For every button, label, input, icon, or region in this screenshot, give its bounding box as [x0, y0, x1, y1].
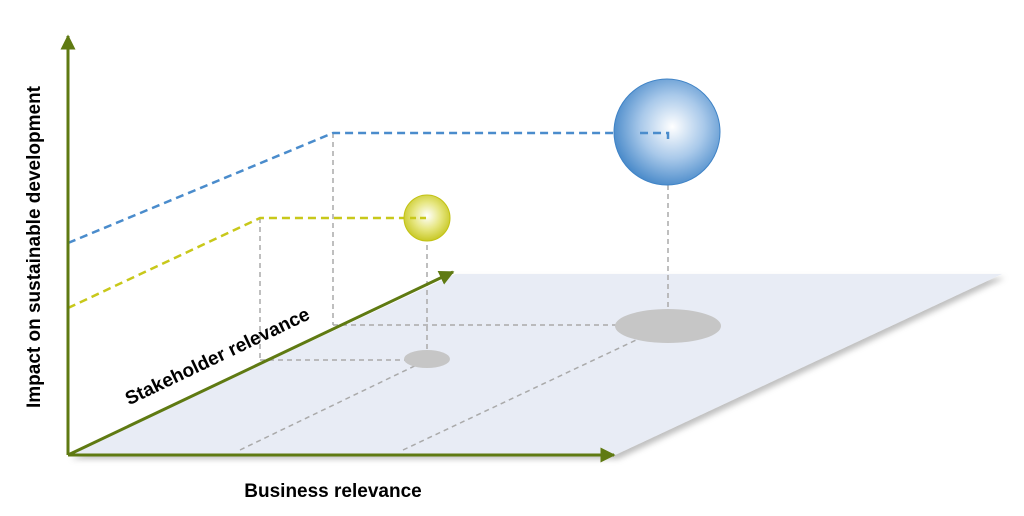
blue-bubble-shadow	[615, 309, 721, 343]
blue-line-end	[640, 131, 670, 140]
yellow-bubble-shadow	[404, 350, 450, 368]
ground-plane	[68, 274, 1002, 455]
yellow-bubble	[403, 194, 451, 242]
z-axis-arrow	[67, 270, 455, 457]
y-axis-label: Impact on sustainable development	[24, 85, 45, 408]
blue-projection-line	[67, 131, 668, 245]
x-axis-label: Business relevance	[244, 481, 421, 502]
guide-lines	[239, 133, 669, 451]
yellow-projection-line	[67, 216, 427, 310]
